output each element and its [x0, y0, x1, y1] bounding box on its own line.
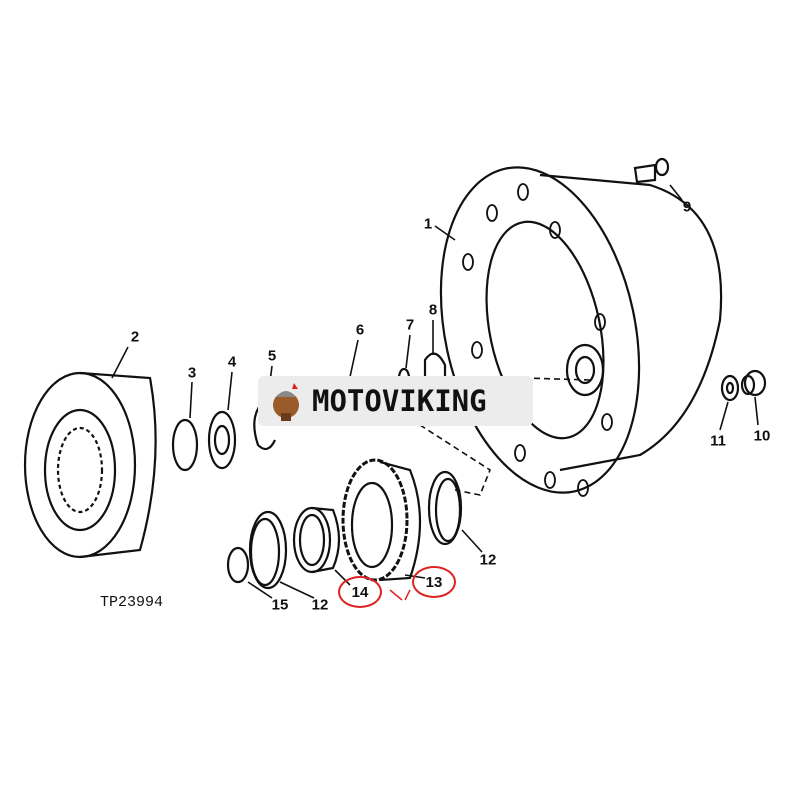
- callout-3: 3: [187, 364, 197, 382]
- part-bearing-14: [292, 506, 341, 574]
- callout-11: 11: [710, 432, 726, 450]
- callout-14-circled: 14: [338, 576, 382, 608]
- callout-4: 4: [227, 353, 237, 371]
- viking-mascot-icon: [273, 383, 299, 421]
- callout-12a: 12: [479, 551, 497, 569]
- highlight-arrows: [389, 589, 411, 601]
- callout-1: 1: [423, 215, 433, 233]
- part-plate-4: [207, 410, 237, 470]
- callout-2: 2: [130, 328, 140, 346]
- part-housing: [439, 166, 723, 497]
- callout-7: 7: [405, 316, 415, 334]
- part-ring-3: [171, 418, 199, 472]
- watermark-text: MOTOVIKING: [312, 384, 487, 418]
- part-drum: [23, 371, 157, 559]
- callout-15: 15: [271, 596, 289, 614]
- callout-8: 8: [428, 301, 438, 319]
- callout-9: 9: [682, 198, 692, 216]
- callout-5: 5: [267, 347, 277, 365]
- watermark-logo: MOTOVIKING: [258, 376, 533, 426]
- callout-12b: 12: [311, 596, 329, 614]
- part-clip-5: [253, 399, 276, 451]
- part-bolt-9: [633, 157, 670, 184]
- callout-13-circled: 13: [412, 566, 456, 598]
- part-gear-13: [341, 458, 422, 582]
- part-clip-15: [226, 546, 250, 584]
- callout-6: 6: [355, 321, 365, 339]
- callout-10: 10: [753, 427, 771, 445]
- drawing-reference-code: TP23994: [100, 594, 164, 611]
